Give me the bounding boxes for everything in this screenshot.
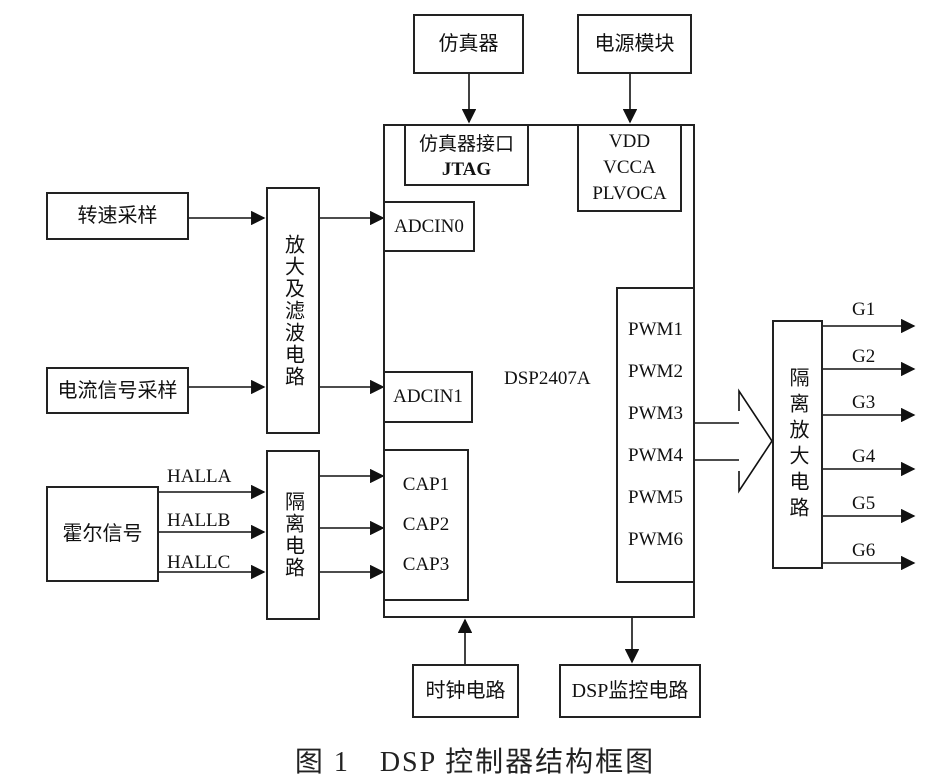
- g5-label: G5: [852, 493, 876, 514]
- hallb-label: HALLB: [167, 510, 231, 531]
- pwm2-label: PWM2: [628, 361, 683, 382]
- speed-sampling-box: 转速采样: [46, 192, 189, 240]
- adcin1-box: ADCIN1: [383, 371, 473, 423]
- figure-caption: 图 1 DSP 控制器结构框图: [294, 747, 656, 778]
- cap2-label: CAP2: [402, 514, 450, 535]
- hall-isolation-box: 隔离电路: [266, 450, 320, 620]
- pwm5-label: PWM5: [628, 487, 683, 508]
- power-pins-box: VDD VCCA PLVOCA: [577, 124, 682, 212]
- power-pin-vcca: VCCA: [603, 157, 656, 178]
- pwm4-label: PWM4: [628, 445, 683, 466]
- emulator-box: 仿真器: [413, 14, 524, 74]
- hall-signal-box: 霍尔信号: [46, 486, 159, 582]
- iso-amp-box: 隔离放大电路: [772, 320, 823, 569]
- jtag-interface-box: 仿真器接口 JTAG: [404, 124, 529, 186]
- pwm-box: PWM1 PWM2 PWM3 PWM4 PWM5 PWM6: [616, 287, 695, 583]
- iso-amp-label: 隔离放大电路: [786, 366, 808, 523]
- dsp-monitor-box: DSP监控电路: [559, 664, 701, 718]
- g2-label: G2: [852, 346, 876, 367]
- power-module-box: 电源模块: [577, 14, 692, 74]
- amp-filter-box: 放大及滤波电路: [266, 187, 320, 434]
- jtag-line1: 仿真器接口: [418, 134, 514, 156]
- pwm1-label: PWM1: [628, 319, 683, 340]
- g4-label: G4: [852, 446, 876, 467]
- current-sampling-box: 电流信号采样: [46, 367, 189, 414]
- clock-circuit-box: 时钟电路: [412, 664, 519, 718]
- jtag-line2: JTAG: [441, 158, 492, 180]
- cap3-label: CAP3: [402, 554, 450, 575]
- power-pin-vdd: VDD: [608, 131, 651, 152]
- g6-label: G6: [852, 540, 876, 561]
- power-pin-plvoca: PLVOCA: [592, 183, 667, 204]
- hall-isolation-label: 隔离电路: [281, 491, 304, 579]
- amp-filter-label: 放大及滤波电路: [281, 233, 304, 388]
- pwm3-label: PWM3: [628, 403, 683, 424]
- adcin0-box: ADCIN0: [383, 201, 475, 252]
- halla-label: HALLA: [167, 466, 232, 487]
- hallc-label: HALLC: [167, 552, 231, 573]
- pwm-bus-arrow: [738, 388, 773, 494]
- cap-box: CAP1 CAP2 CAP3: [383, 449, 469, 601]
- dsp-chip-label: DSP2407A: [504, 368, 591, 389]
- pwm6-label: PWM6: [628, 529, 683, 550]
- g3-label: G3: [852, 392, 876, 413]
- cap1-label: CAP1: [402, 474, 450, 495]
- g1-label: G1: [852, 299, 876, 320]
